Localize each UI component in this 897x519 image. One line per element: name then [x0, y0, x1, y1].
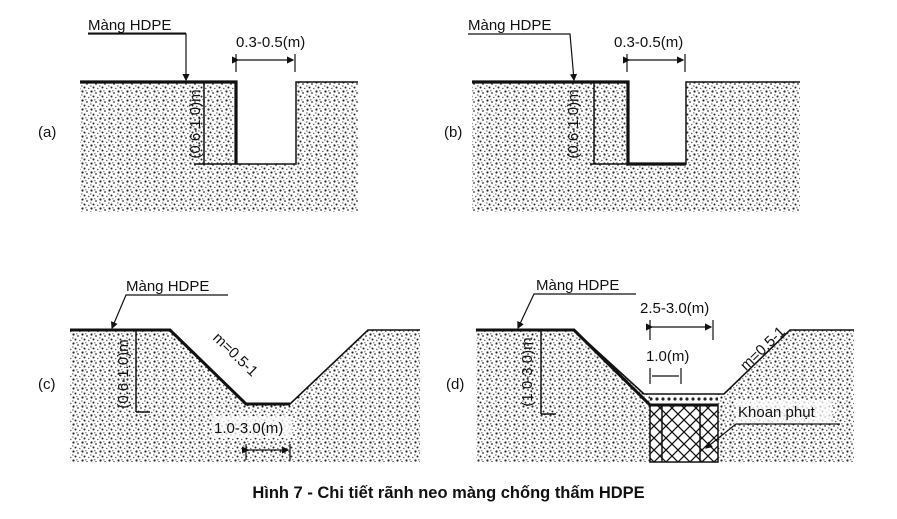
- grout-label: Khoan phụt: [738, 404, 816, 421]
- top-width-label: 2.5-3.0(m): [640, 300, 709, 317]
- panel-tag: (a): [38, 124, 56, 141]
- panel-d: Màng HDPE 2.5-3.0(m) 1.0(m) m=0.5-1 (1.0…: [446, 277, 854, 463]
- membrane-label: Màng HDPE: [88, 17, 171, 34]
- panel-c: Màng HDPE m=0.5-1 (0.6-1.0)m 1.0-3.0(m) …: [38, 278, 420, 462]
- soil-fill: [472, 82, 800, 212]
- membrane-label: Màng HDPE: [126, 278, 209, 295]
- depth-label: (0.6-1.0)m: [115, 339, 132, 408]
- width-label: 0.3-0.5(m): [236, 34, 305, 51]
- soil-fill: [70, 330, 420, 462]
- inner-width-label: 1.0(m): [646, 348, 689, 365]
- depth-label: (0.6-1.0)m: [187, 89, 204, 158]
- soil-fill: [80, 82, 358, 212]
- panel-tag: (b): [444, 124, 462, 141]
- figure-caption: Hình 7 - Chi tiết rãnh neo màng chống th…: [252, 484, 645, 502]
- panel-tag: (d): [446, 376, 464, 393]
- hdpe-membrane-line: [472, 80, 686, 166]
- panel-tag: (c): [38, 376, 56, 393]
- bottom-width-label: 1.0-3.0(m): [214, 420, 283, 437]
- gravel-layer: [650, 394, 718, 405]
- panel-b: Màng HDPE 0.3-0.5(m) (0.6-1.0)m (b): [444, 17, 800, 212]
- hdpe-membrane-line: [70, 328, 290, 406]
- depth-label: (1.0-3.0)m: [519, 337, 536, 406]
- grout-zone: [649, 404, 719, 463]
- depth-label: (0.6-1.0)m: [565, 89, 582, 158]
- membrane-label: Màng HDPE: [536, 277, 619, 294]
- membrane-label: Màng HDPE: [468, 17, 551, 34]
- hdpe-membrane-line: [80, 80, 238, 164]
- slope-label: m=0.5-1: [209, 329, 261, 380]
- panel-a: Màng HDPE 0.3-0.5(m) (0.6-1.0)m (a): [38, 17, 358, 212]
- hdpe-membrane-line: [476, 328, 718, 407]
- width-label: 0.3-0.5(m): [614, 34, 683, 51]
